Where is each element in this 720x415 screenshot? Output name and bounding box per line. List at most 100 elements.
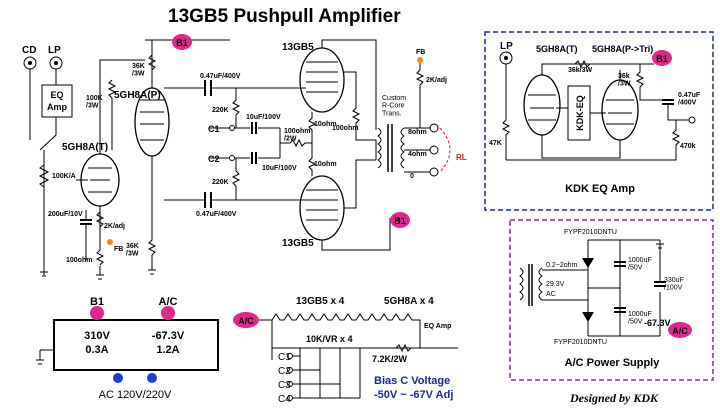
svg-text:A/C: A/C <box>238 316 254 326</box>
heater-a-label: 13GB5 x 4 <box>296 296 345 307</box>
c2-label-main: C2 <box>208 154 220 164</box>
ac-current: 1.2A <box>156 344 179 356</box>
eq-cap-label: 0.47uF/400V <box>678 92 701 107</box>
b1-badge-main: B1 <box>172 34 192 50</box>
output-tube-bottom <box>299 175 345 241</box>
bias-c4-label: C4 <box>278 394 291 405</box>
eq-tube-left <box>523 74 561 136</box>
r-36k-bottom-label: 36K/3W <box>126 243 139 258</box>
tap-8-label: 8ohm <box>408 129 427 136</box>
r-36k-top <box>147 54 157 71</box>
cap-c2-label: 10uF/100V <box>262 165 297 172</box>
heater-string <box>259 313 421 348</box>
ac-voltage: -67.3V <box>152 330 185 342</box>
ps-voltage-out-label: -67.3V <box>644 318 671 328</box>
ps-diode-2 <box>582 312 594 322</box>
r-7-2k-label: 7.2K/2W <box>372 354 408 364</box>
output-top-label: 13GB5 <box>282 42 314 53</box>
power-supply-box <box>509 219 714 381</box>
r-2k-adj-label: 2K/adj <box>104 223 125 230</box>
r-2k-adj-fb-label: 2K/adj <box>426 77 447 84</box>
vr-label: 10K/VR x 4 <box>306 334 353 344</box>
cap-c1-label: 10uF/100V <box>246 114 281 121</box>
fb-dot-input <box>107 239 113 245</box>
r-10ohm-top-label: 10ohm <box>314 121 337 128</box>
r-2k-adj-input <box>95 211 105 250</box>
ps-transformer <box>519 264 543 306</box>
ps-cap-1000b-label: 1000uF/50V <box>628 311 652 326</box>
ps-cap-330-label: 330uF/100V <box>664 277 684 292</box>
fb-dot-output <box>417 57 423 63</box>
load-rl <box>439 127 451 173</box>
input-jack-cd <box>23 56 37 70</box>
svg-text:B1: B1 <box>394 216 406 226</box>
bias-voltage-line2: -50V ~ -67V Adj <box>374 389 453 401</box>
ac-terminal-label: A/C <box>159 296 178 308</box>
r-100ohm-2w <box>289 138 312 148</box>
cap-200uf-label: 200uF/10V <box>48 211 83 218</box>
designer-credit: Designed by KDK <box>569 391 659 405</box>
ac-terminal <box>161 306 175 320</box>
ac-badge-ps: A/C <box>668 322 692 338</box>
ps-ac-label: AC <box>546 291 556 298</box>
bias-c2-label: C2 <box>278 366 291 377</box>
r-100k-3w-label: 100K/3W <box>86 95 103 110</box>
c1-label-main: C1 <box>208 124 220 134</box>
eq-box-tube-right-label: 5GH8A(P->Tri) <box>592 44 653 54</box>
eq-amp-line2: Amp <box>47 102 68 112</box>
svg-text:B1: B1 <box>176 38 188 48</box>
output-transformer <box>377 124 405 172</box>
kdk-eq-module-label: KDK-EQ <box>575 95 585 131</box>
heater-b-label: 5GH8A x 4 <box>384 296 434 307</box>
fb-input-label: FB <box>114 246 123 253</box>
r-100ohm-plate-label: 100ohm <box>332 125 358 132</box>
cd-label: CD <box>22 45 36 56</box>
fb-output-label: FB <box>416 49 425 56</box>
eq-r-470k-label: 470k <box>680 143 696 150</box>
svg-text:A/C: A/C <box>672 326 688 336</box>
cap-coupling-bottom-label: 0.47uF/400V <box>196 211 237 218</box>
r-220k-top-label: 220K <box>212 107 229 114</box>
bias-voltage-line1: Bias C Voltage <box>374 375 450 387</box>
eq-box-label: KDK EQ Amp <box>565 183 635 195</box>
eq-r-47k-label: 47K <box>489 140 502 147</box>
r-36k-top-label: 36K/3W <box>132 63 145 78</box>
ac-badge-heater: A/C <box>233 312 259 328</box>
b1-voltage: 310V <box>84 330 110 342</box>
r-36k-bottom <box>147 230 157 270</box>
b1-terminal <box>90 306 104 320</box>
tap-0-label: 0 <box>410 173 414 180</box>
load-label: RL <box>456 153 467 162</box>
phase-inverter-label: 5GH8A(P) <box>114 90 161 101</box>
volume-pot <box>38 164 50 188</box>
svg-text:B1: B1 <box>656 54 668 64</box>
ps-r-series-label: 0.2~2ohm <box>546 262 577 269</box>
ps-diode-bottom-label: FYPF2010DNTU <box>554 339 607 346</box>
b1-badge-eq: B1 <box>652 50 672 66</box>
eq-amp-line1: EQ <box>50 90 63 100</box>
eq-box-tube-left-label: 5GH8A(T) <box>536 44 578 54</box>
eq-r-36k-a-label: 36k/3W <box>568 67 593 74</box>
mains-terminal-1 <box>113 373 123 383</box>
b1-badge-bottom: B1 <box>390 212 410 228</box>
eq-r-36k-b-label: 36k/3W <box>618 73 631 88</box>
b1-terminal-label: B1 <box>90 296 104 308</box>
b1-current: 0.3A <box>85 344 108 356</box>
diagram-title: 13GB5 Pushpull Amplifier <box>168 6 401 27</box>
input-triode-label: 5GH8A(T) <box>62 142 108 153</box>
output-bottom-label: 13GB5 <box>282 238 314 249</box>
eq-tube-right <box>601 79 639 141</box>
mains-label: AC 120V/220V <box>99 389 172 401</box>
output-tube-top <box>299 47 345 113</box>
r-10ohm-bottom-label: 10ohm <box>314 161 337 168</box>
eq-box-lp-label: LP <box>500 41 513 52</box>
r-220k-bottom-label: 220K <box>212 179 229 186</box>
bias-c3-label: C3 <box>278 380 291 391</box>
ps-diode-1 <box>582 258 594 268</box>
cap-coupling-top-label: 0.47uF/400V <box>200 73 241 80</box>
mains-terminal-2 <box>147 373 157 383</box>
ps-diode-top-label: FYPF2010DNTU <box>564 229 617 236</box>
ps-box-label: A/C Power Supply <box>565 357 661 369</box>
